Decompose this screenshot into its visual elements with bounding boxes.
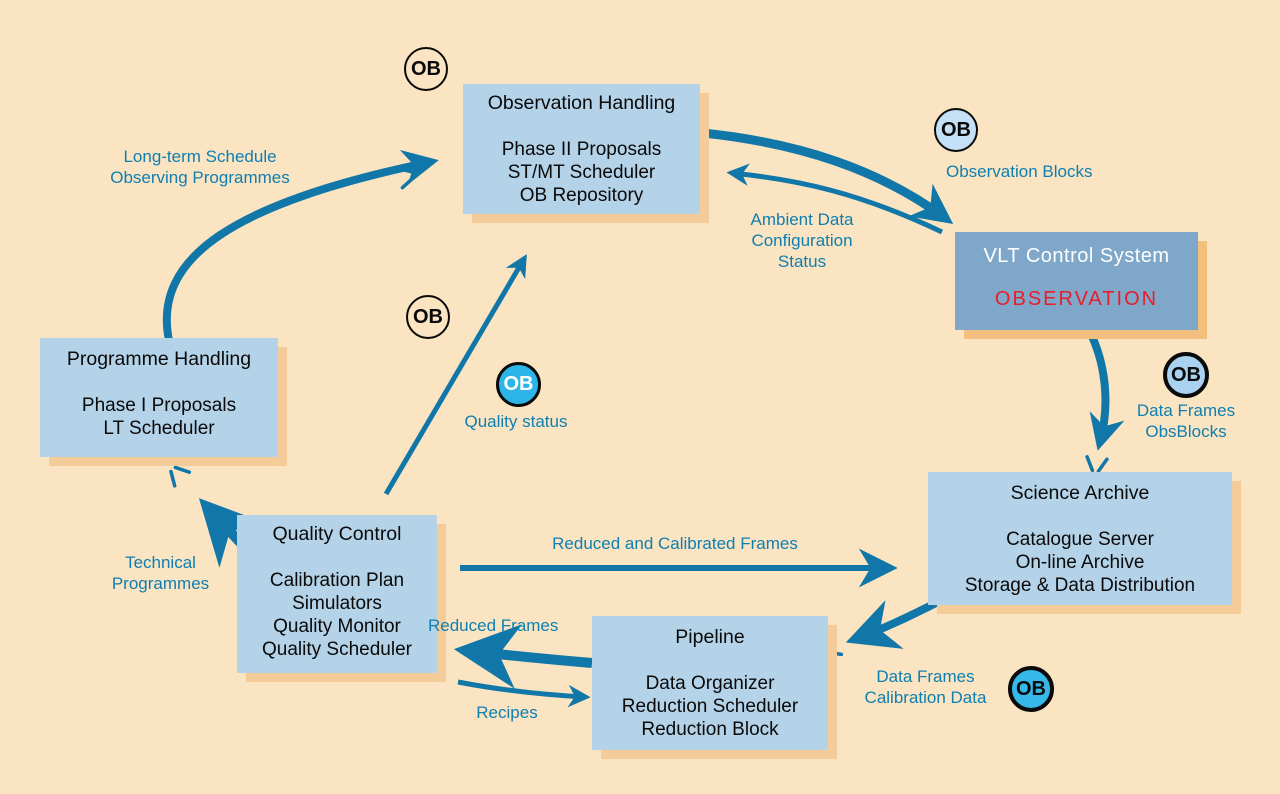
label-line: Observing Programmes bbox=[110, 168, 290, 187]
label-technical-programmes: Technical Programmes bbox=[88, 552, 233, 594]
label-line: Recipes bbox=[476, 703, 538, 722]
box-line: Phase II Proposals bbox=[501, 139, 662, 160]
ob-badge-observation-blocks: OB bbox=[934, 108, 978, 152]
ob-badge-outline-top: OB bbox=[404, 47, 448, 91]
box-title: Programme Handling bbox=[66, 348, 252, 370]
box-title: Quality Control bbox=[272, 523, 402, 545]
ob-badge-quality-status: OB bbox=[496, 362, 541, 407]
box-line: OB Repository bbox=[519, 185, 644, 206]
box-science-archive: Science Archive Catalogue Server On-line… bbox=[928, 472, 1232, 605]
arrow-quality-control-to-pipeline bbox=[457, 679, 591, 708]
label-line: Data Frames bbox=[1136, 401, 1236, 420]
arrow-vlt-to-observation bbox=[726, 163, 944, 235]
box-line: Reduction Block bbox=[641, 719, 779, 740]
label-long-term-schedule: Long-term Schedule Observing Programmes bbox=[85, 146, 315, 188]
box-title: Observation Handling bbox=[487, 92, 676, 114]
label-ambient-data: Ambient Data Configuration Status bbox=[728, 209, 876, 272]
box-line: Catalogue Server bbox=[1006, 529, 1154, 550]
arrow-science-archive-to-pipeline bbox=[845, 598, 940, 649]
label-line: Configuration bbox=[751, 231, 853, 250]
label-line: Calibration Data bbox=[864, 688, 987, 707]
label-line: Data Frames bbox=[876, 667, 975, 686]
arrow-tip-feather bbox=[1083, 455, 1109, 474]
label-line: Programmes bbox=[111, 574, 210, 593]
label-observation-blocks: Observation Blocks bbox=[946, 161, 1136, 182]
label-line: Technical bbox=[125, 553, 196, 572]
label-quality-status: Quality status bbox=[441, 411, 591, 432]
label-recipes: Recipes bbox=[452, 702, 562, 723]
label-line: Status bbox=[777, 252, 827, 271]
ob-badge-outline-middle: OB bbox=[406, 295, 450, 339]
observation-mode-label: OBSERVATION bbox=[994, 288, 1159, 310]
box-line: LT Scheduler bbox=[103, 418, 215, 439]
box-programme-handling: Programme Handling Phase I Proposals LT … bbox=[40, 338, 278, 457]
box-line: On-line Archive bbox=[1015, 552, 1145, 573]
box-line: Quality Monitor bbox=[273, 616, 401, 637]
arrow-vlt-to-science-archive bbox=[1086, 330, 1125, 451]
box-title: VLT Control System bbox=[983, 245, 1170, 267]
label-reduced-calibrated-frames: Reduced and Calibrated Frames bbox=[455, 533, 895, 554]
label-line: Reduced and Calibrated Frames bbox=[552, 534, 798, 553]
label-line: Reduced Frames bbox=[428, 616, 559, 635]
label-reduced-frames: Reduced Frames bbox=[428, 615, 598, 636]
ob-badge-data-frames: OB bbox=[1163, 352, 1209, 398]
box-observation-handling: Observation Handling Phase II Proposals … bbox=[463, 84, 700, 214]
box-title: Pipeline bbox=[675, 626, 745, 648]
box-line: ST/MT Scheduler bbox=[507, 162, 656, 183]
box-line: Storage & Data Distribution bbox=[964, 575, 1196, 596]
label-line: Ambient Data bbox=[750, 210, 854, 229]
label-data-frames-calibration: Data Frames Calibration Data bbox=[848, 666, 1003, 708]
arrow-tip-feather bbox=[164, 460, 192, 488]
label-line: Quality status bbox=[464, 412, 568, 431]
box-line: Quality Scheduler bbox=[262, 639, 412, 660]
box-line: Data Organizer bbox=[645, 673, 775, 694]
box-line: Simulators bbox=[292, 593, 382, 614]
box-line: Phase I Proposals bbox=[81, 395, 237, 416]
label-line: ObsBlocks bbox=[1145, 422, 1227, 441]
box-quality-control: Quality Control Calibration Plan Simulat… bbox=[237, 515, 437, 673]
label-line: Observation Blocks bbox=[946, 162, 1093, 181]
box-line: Calibration Plan bbox=[269, 570, 405, 591]
arrow-programme-to-observation bbox=[162, 149, 439, 346]
box-title: Science Archive bbox=[1010, 482, 1150, 504]
arrow-observation-to-vlt bbox=[702, 128, 954, 225]
ob-badge-calibration-data: OB bbox=[1008, 666, 1054, 712]
box-line: Reduction Scheduler bbox=[621, 696, 799, 717]
arrow-pipeline-to-quality-control bbox=[453, 624, 593, 689]
box-pipeline: Pipeline Data Organizer Reduction Schedu… bbox=[592, 616, 828, 750]
label-line: Long-term Schedule bbox=[123, 147, 277, 166]
label-data-frames-obsblocks: Data Frames ObsBlocks bbox=[1118, 400, 1254, 442]
arrow-quality-control-to-observation bbox=[383, 254, 527, 496]
box-vlt-control-system: VLT Control System OBSERVATION bbox=[955, 232, 1198, 330]
